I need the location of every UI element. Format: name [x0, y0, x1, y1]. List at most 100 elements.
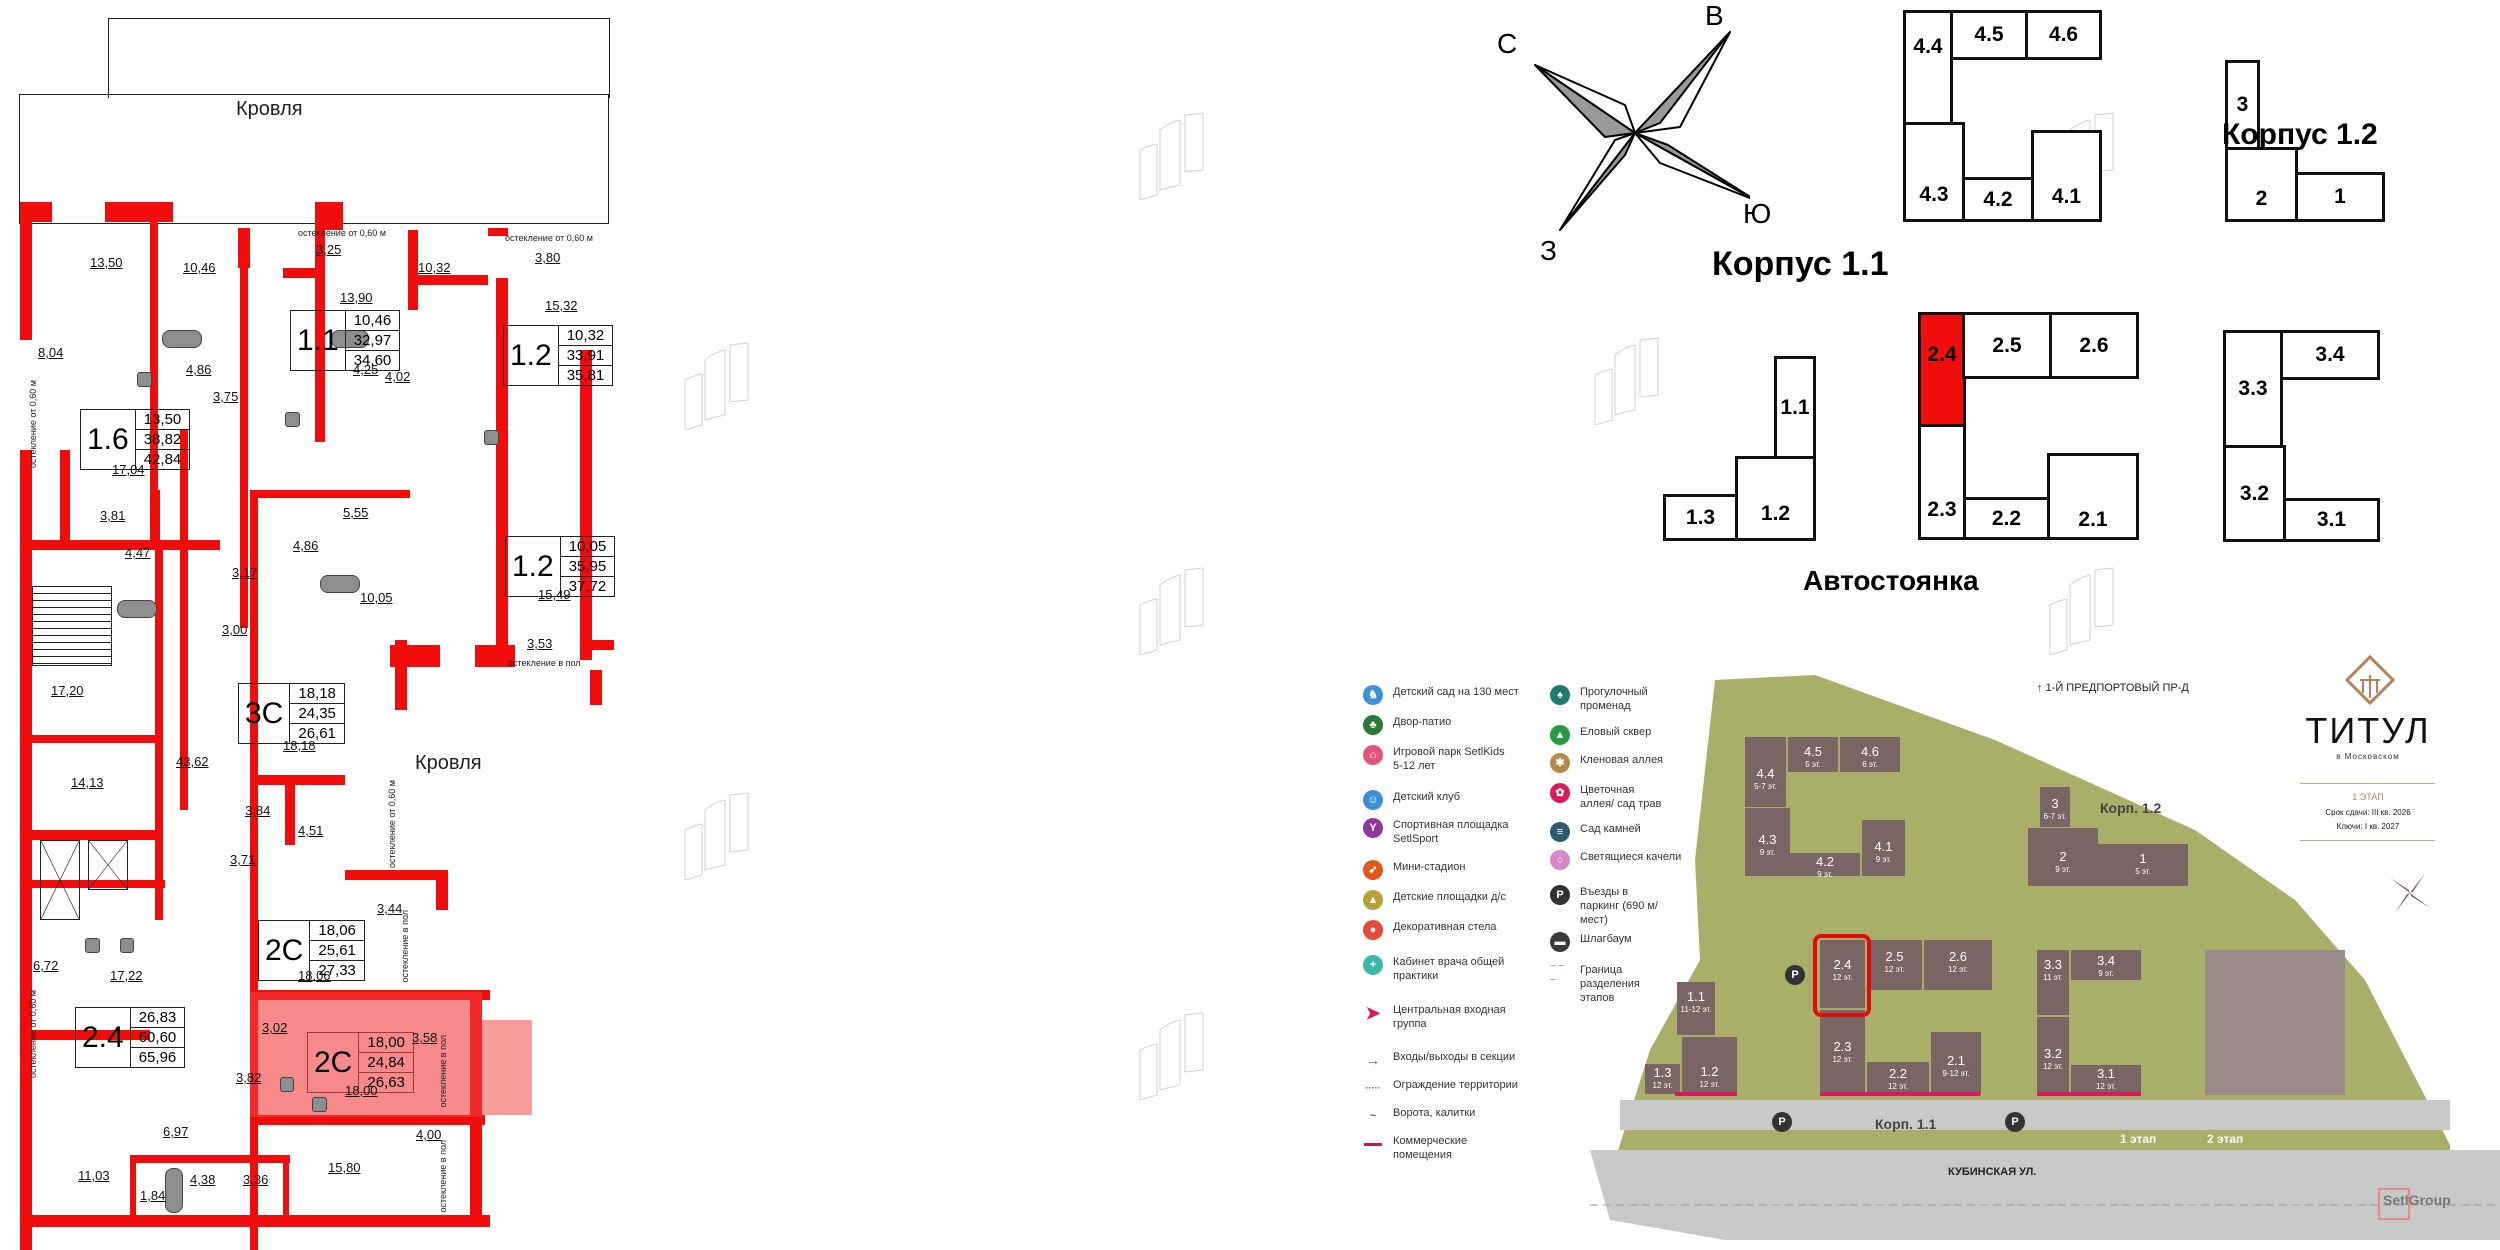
- wall: [250, 775, 345, 785]
- parking-icon: P: [1772, 1112, 1792, 1132]
- section-4-5: 4.5: [1950, 10, 2028, 60]
- room-area: 3,80: [535, 250, 561, 265]
- wall: [345, 870, 445, 880]
- bathtub-fixture: [162, 330, 202, 348]
- section-2-3: 2.3: [1918, 424, 1966, 540]
- section-2-4-selected[interactable]: 2.4: [1918, 312, 1966, 427]
- room-area: 4,47: [125, 545, 151, 560]
- titul-logo-icon: [2345, 655, 2395, 705]
- section-1-3: 1.3: [1663, 494, 1738, 541]
- section-1-2: 1.2: [1735, 456, 1816, 541]
- rocket-icon: ▲: [1363, 890, 1383, 910]
- up-arrow-icon: ↑: [2037, 682, 2046, 694]
- glazing-label: остекление в пол: [508, 658, 581, 668]
- selected-building-outline[interactable]: [1813, 934, 1871, 1017]
- parking-icon: P: [1785, 965, 1805, 985]
- room-area: 15,32: [545, 298, 578, 313]
- room-area: 5,55: [343, 505, 369, 520]
- floor-plan: Кровля: [0, 0, 640, 1250]
- wall: [283, 268, 323, 278]
- room-area: 17,20: [51, 683, 84, 698]
- wall: [475, 645, 515, 667]
- wall: [32, 830, 162, 840]
- elevator-shaft: [88, 840, 128, 890]
- wall: [130, 1155, 136, 1220]
- glazing-label: остекление от 0,60 м: [387, 780, 397, 868]
- room-area: 11,03: [78, 1168, 110, 1183]
- wall: [60, 450, 70, 550]
- room-area: 4,51: [298, 823, 324, 838]
- room-area: 3,81: [100, 508, 126, 523]
- roof-label-inner: Кровля: [415, 752, 482, 774]
- patio-tree-icon: ♣: [1363, 715, 1383, 735]
- section-4-4: 4.4: [1903, 10, 1953, 125]
- section-2-1: 2.1: [2047, 453, 2139, 540]
- section-3-3: 3.3: [2223, 330, 2283, 448]
- wall: [250, 490, 258, 1250]
- parking-icon: P: [1550, 885, 1570, 905]
- legend-item: ~Ворота, калитки: [1363, 1106, 1476, 1126]
- room-area: 3,44: [377, 901, 403, 916]
- arrow-icon: →: [1366, 1052, 1380, 1068]
- section-2-2: 2.2: [1963, 497, 2050, 540]
- room-area: 3,00: [222, 622, 248, 637]
- legend-item: ▬Шлагбаум: [1550, 932, 1632, 952]
- section-12-2: 2: [2225, 147, 2298, 222]
- stove-fixture: [312, 1097, 327, 1112]
- legend-item: →Входы/выходы в секции: [1363, 1050, 1515, 1070]
- roof-outline: [19, 94, 609, 224]
- room-area: 4,86: [293, 538, 319, 553]
- wall: [150, 220, 158, 550]
- developer-name: SetlGroup: [2383, 1192, 2451, 1208]
- stove-fixture: [137, 372, 152, 387]
- watermark-logo-icon: [2049, 567, 2114, 655]
- barrier-icon: ▬: [1550, 932, 1570, 952]
- glazing-label: остекление от 0,60 м: [28, 990, 38, 1078]
- wall: [488, 228, 508, 236]
- stage-2-label: 2 этап: [2207, 1132, 2244, 1146]
- wall: [592, 640, 614, 650]
- roof-label: Кровля: [236, 98, 303, 120]
- legend-item: ♞Детский сад на 130 мест: [1363, 685, 1519, 705]
- location-pin-icon: ●: [1363, 920, 1383, 940]
- legend-item: ▲Еловый сквер: [1550, 725, 1651, 745]
- room-area: 1,84: [140, 1188, 166, 1203]
- north-road-label: ↑ 1-Й ПРЕДПОРТОВЫЙ ПР-Д: [2037, 682, 2189, 694]
- legend-item: ▲Детские площадки д/с: [1363, 890, 1506, 910]
- wall: [285, 775, 295, 845]
- room-area: 3,71: [230, 852, 256, 867]
- room-area: 17,04: [112, 462, 145, 477]
- legend-item: ➶Мини-стадион: [1363, 860, 1465, 880]
- legend-item: ♣Двор-патио: [1363, 715, 1451, 735]
- sink-fixture: [280, 1077, 294, 1092]
- wall: [20, 735, 160, 743]
- kids-club-icon: ☺: [1363, 790, 1383, 810]
- room-area: 18,06: [298, 968, 331, 983]
- stage-1-label: 1 этап: [2120, 1132, 2157, 1146]
- legend-item: ⌂Игровой парк SetlKids 5-12 лет: [1363, 745, 1513, 773]
- wall: [180, 430, 188, 810]
- parking-title: Автостоянка: [1803, 565, 1979, 596]
